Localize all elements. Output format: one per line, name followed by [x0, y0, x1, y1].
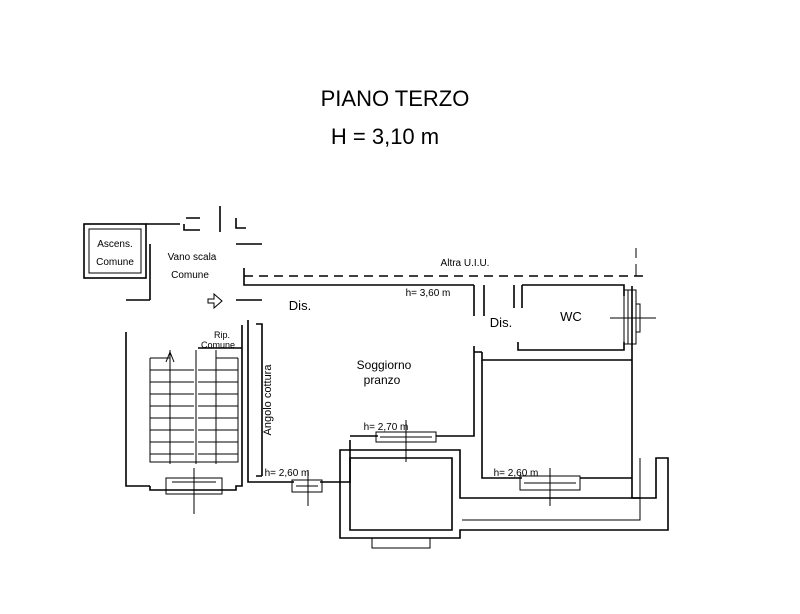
window-living: [375, 420, 437, 462]
balcony-inner: [462, 458, 641, 521]
wc-label: WC: [560, 309, 582, 324]
staircase: [125, 325, 243, 514]
stair-hall-label-2: Comune: [171, 270, 209, 281]
plan-title: PIANO TERZO: [321, 86, 470, 111]
living-label-2: pranzo: [364, 373, 401, 387]
wc-window: [610, 289, 656, 345]
height-label-360: h= 3,60 m: [406, 288, 451, 299]
lift-label-2: Comune: [96, 257, 134, 268]
lift-label-1: Ascens.: [97, 239, 133, 250]
kitchen-label: Angolo cottura: [262, 364, 274, 436]
living-label-1: Soggiorno: [357, 358, 412, 372]
closet-label-2: Comune: [201, 340, 235, 350]
lift-shaft: Ascens. Comune: [83, 223, 147, 279]
balcony-block: [339, 449, 669, 539]
entry-arrow-icon: [207, 292, 223, 310]
stair-hall-label-1: Vano scala: [168, 252, 217, 263]
height-label-270: h= 2,70 m: [364, 422, 409, 433]
balcony-edge: [371, 538, 431, 549]
window-bedroom: [519, 468, 581, 506]
neighbor-label: Altra U.I.U.: [441, 258, 490, 269]
dis-label-2: Dis.: [490, 315, 512, 330]
ceiling-height: H = 3,10 m: [331, 124, 439, 149]
closet-label-1: Rip.: [214, 330, 230, 340]
height-label-260-b: h= 2,60 m: [494, 468, 539, 479]
height-label-260-a: h= 2,60 m: [265, 468, 310, 479]
dis-label-1: Dis.: [289, 298, 311, 313]
stair-hall-walls: [126, 206, 262, 301]
window-kitchen: [291, 470, 323, 506]
